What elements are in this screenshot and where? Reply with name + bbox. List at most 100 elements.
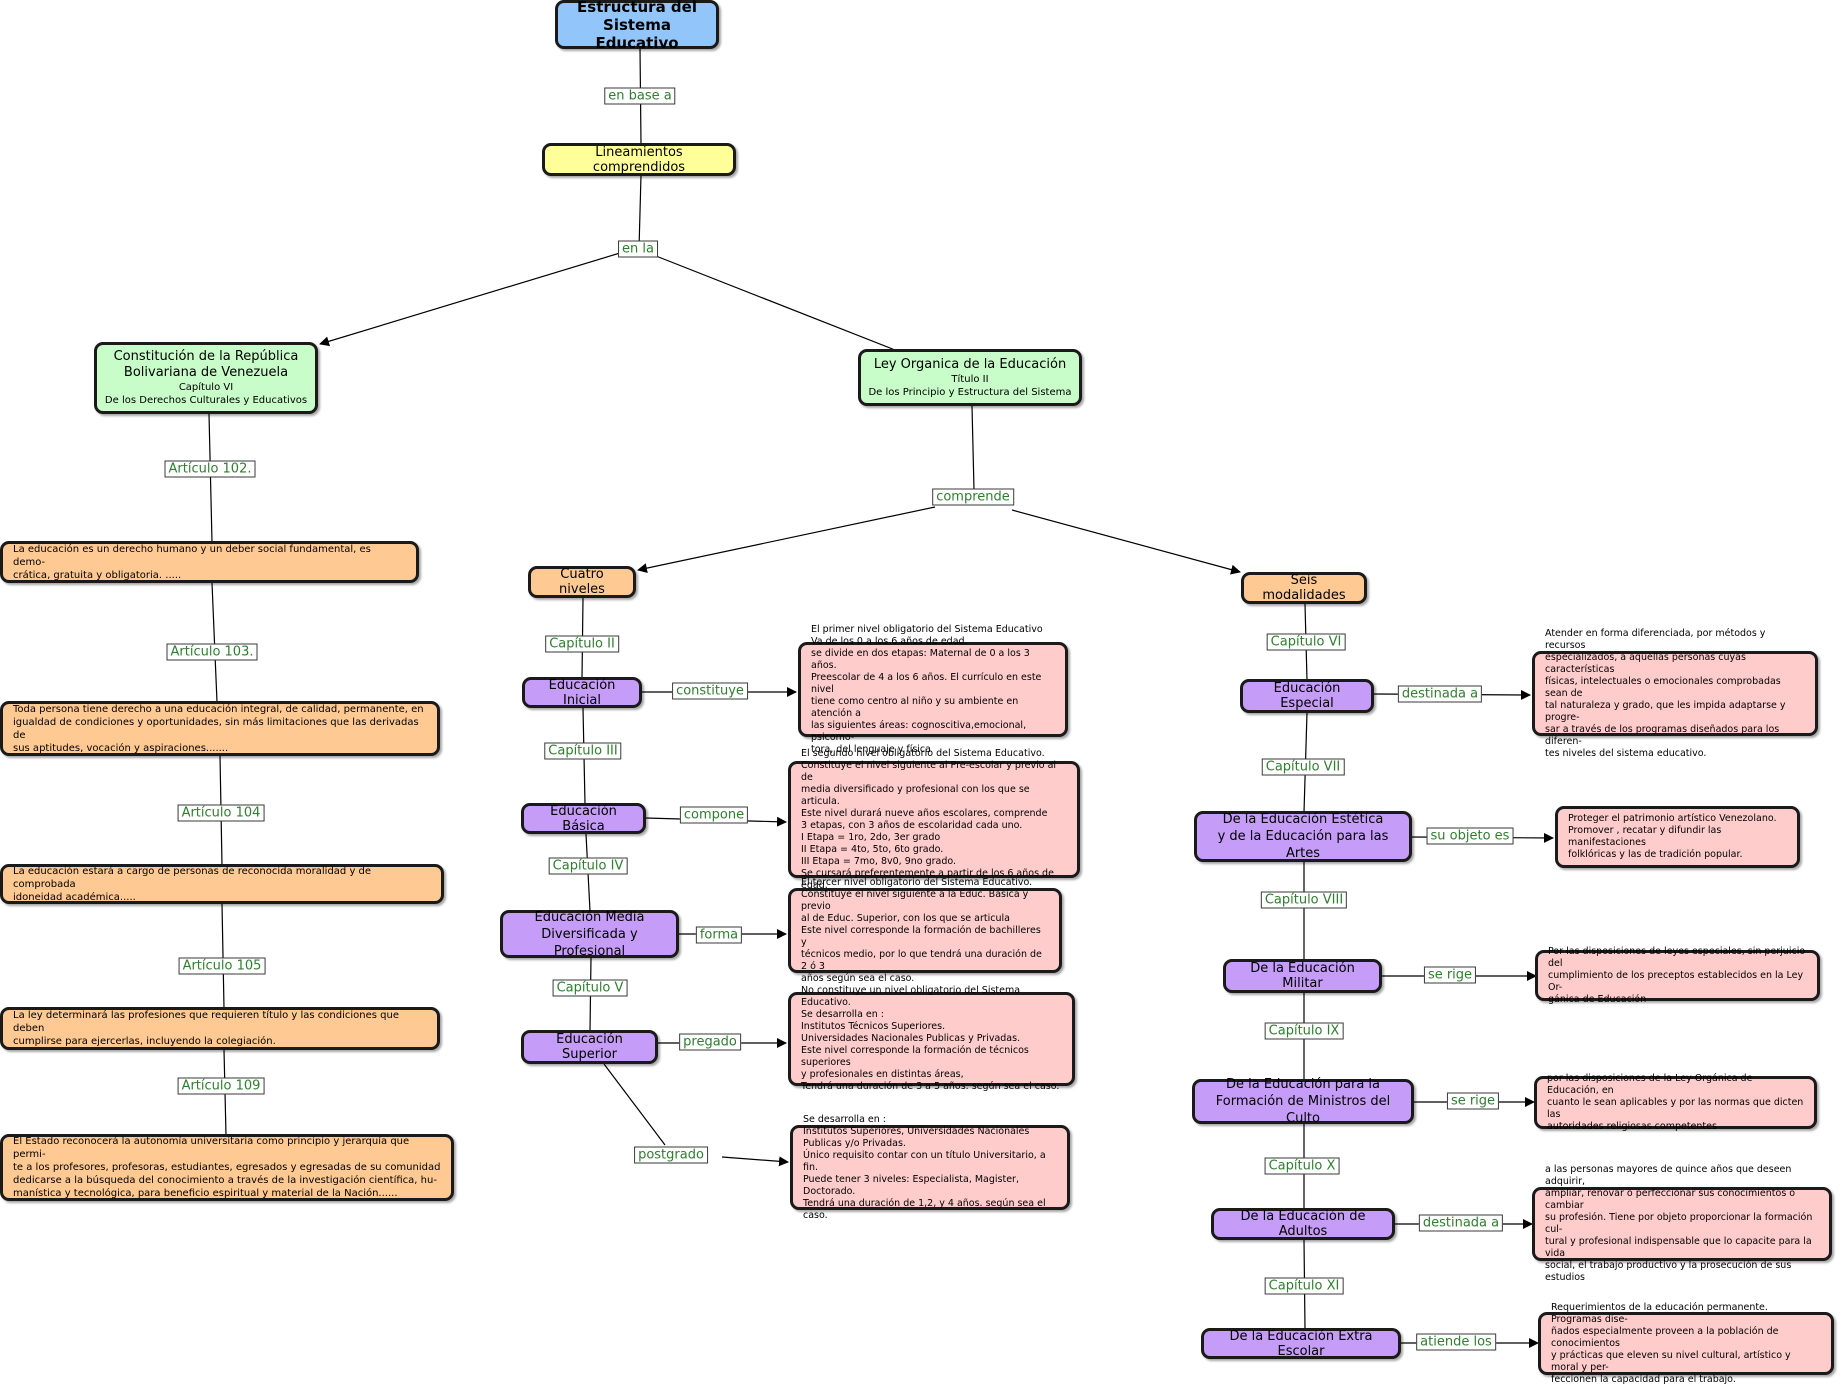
educacion-estetica-text: De la Educación Estética y de la Educaci… [1217, 812, 1389, 861]
articulo-104-node[interactable]: La educación estará a cargo de personas … [0, 864, 444, 904]
desc-estetica-text: Proteger el patrimonio artístico Venezol… [1568, 813, 1777, 860]
educacion-especial-node[interactable]: Educación Especial [1240, 679, 1374, 713]
educacion-superior-text: Educación Superior [556, 1032, 623, 1062]
articulo-109-node[interactable]: El Estado reconocerá la autonomía univer… [0, 1134, 454, 1201]
connector-line [221, 903, 225, 1009]
desc-especial-node[interactable]: Atender en forma diferenciada, por métod… [1532, 628, 1818, 759]
educacion-estetica-node[interactable]: De la Educación Estética y de la Educaci… [1194, 811, 1412, 862]
link-label-capitulo-ix[interactable]: Capítulo IX [1264, 1022, 1344, 1040]
connector-line [655, 255, 896, 351]
desc-media-text: El tercer nivel obligatorio del Sistema … [801, 876, 1042, 984]
educacion-culto-text: De la Educación para la Formación de Min… [1215, 1077, 1391, 1126]
educacion-basica-node[interactable]: Educación Básica [521, 803, 646, 834]
educacion-media-text: Educación Media Diversificada y Profesio… [534, 909, 645, 959]
educacion-militar-text: De la Educación Militar [1250, 961, 1355, 991]
desc-militar-node[interactable]: Por las disposiciones de leyes especiale… [1535, 946, 1820, 1005]
link-label-articulo-103[interactable]: Artículo 103. [166, 643, 258, 661]
link-label-articulo-104[interactable]: Artículo 104 [177, 804, 265, 822]
constitucion-node-title: Constitución de la República Bolivariana… [113, 349, 299, 380]
desc-inicial-text: El primer nivel obligatorio del Sistema … [811, 623, 1043, 755]
link-label-destinada-a-adultos[interactable]: destinada a [1418, 1214, 1504, 1232]
title-node[interactable]: Estructura del Sistema Educativo [555, 0, 719, 52]
desc-especial-text: Atender en forma diferenciada, por métod… [1545, 627, 1786, 759]
educacion-inicial-text: Educación Inicial [548, 677, 616, 708]
link-label-su-objeto-es[interactable]: su objeto es [1426, 827, 1514, 845]
desc-culto-node[interactable]: por las disposiciones de la Ley Orgánica… [1534, 1073, 1817, 1132]
link-label-capitulo-iv[interactable]: Capítulo IV [548, 857, 628, 875]
desc-postgrado-text: Se desarrolla en : Institutos Superiores… [803, 1113, 1046, 1221]
link-label-en-la[interactable]: en la [618, 240, 658, 258]
educacion-adultos-node[interactable]: De la Educación de Adultos [1211, 1208, 1395, 1240]
desc-adultos-text: a las personas mayores de quince años qu… [1545, 1164, 1813, 1283]
title-node-text: Estructura del Sistema Educativo [577, 0, 697, 52]
desc-basica-text: El segundo nivel obligatorio del Sistema… [801, 747, 1057, 891]
link-label-capitulo-ii[interactable]: Capítulo II [545, 635, 619, 653]
desc-extra-escolar-node[interactable]: Requerimientos de la educación permanent… [1538, 1302, 1834, 1385]
link-label-capitulo-x[interactable]: Capítulo X [1264, 1157, 1340, 1175]
articulo-105-text: La ley determinará las profesiones que r… [13, 1010, 399, 1047]
desc-basica-node[interactable]: El segundo nivel obligatorio del Sistema… [788, 748, 1080, 891]
seis-modalidades-node[interactable]: Seis modalidades [1241, 572, 1367, 604]
ley-organica-node[interactable]: Ley Organica de la Educación Título II D… [858, 349, 1082, 406]
desc-postgrado-node[interactable]: Se desarrolla en : Institutos Superiores… [790, 1114, 1070, 1221]
educacion-inicial-node[interactable]: Educación Inicial [522, 677, 642, 708]
educacion-media-node[interactable]: Educación Media Diversificada y Profesio… [500, 909, 679, 959]
articulo-102-node[interactable]: La educación es un derecho humano y un d… [0, 541, 419, 583]
seis-modalidades-text: Seis modalidades [1262, 573, 1346, 603]
desc-media-node[interactable]: El tercer nivel obligatorio del Sistema … [788, 877, 1062, 984]
desc-superior-text: No constituye un nivel obligatorio del S… [801, 985, 1060, 1092]
connector-line [211, 582, 218, 703]
link-label-capitulo-vii[interactable]: Capítulo VII [1261, 758, 1345, 776]
articulo-103-node[interactable]: Toda persona tiene derecho a una educaci… [0, 701, 440, 756]
constitucion-node-subtitle: Capítulo VI De los Derechos Culturales y… [104, 382, 308, 406]
link-label-destinada-a-especial[interactable]: destinada a [1397, 685, 1483, 703]
link-label-capitulo-iii[interactable]: Capítulo III [544, 742, 622, 760]
educacion-superior-node[interactable]: Educación Superior [521, 1030, 658, 1064]
cuatro-niveles-node[interactable]: Cuatro niveles [528, 566, 636, 598]
educacion-adultos-text: De la Educación de Adultos [1240, 1209, 1366, 1239]
lineamientos-node-text: Lineamientos comprendidos [592, 144, 686, 175]
link-label-comprende[interactable]: comprende [932, 488, 1014, 506]
desc-adultos-node[interactable]: a las personas mayores de quince años qu… [1532, 1164, 1832, 1283]
connector-line [637, 506, 936, 574]
link-label-se-rige-culto[interactable]: se rige [1446, 1092, 1500, 1110]
articulo-105-node[interactable]: La ley determinará las profesiones que r… [0, 1007, 440, 1050]
link-label-se-rige-militar[interactable]: se rige [1423, 966, 1477, 984]
educacion-culto-node[interactable]: De la Educación para la Formación de Min… [1192, 1077, 1414, 1126]
connector-line [603, 1063, 666, 1146]
educacion-basica-text: Educación Básica [550, 803, 617, 834]
connector-line [1011, 509, 1241, 575]
connector-line [638, 174, 642, 250]
link-label-capitulo-vi[interactable]: Capítulo VI [1266, 633, 1346, 651]
link-label-postgrado[interactable]: postgrado [634, 1146, 708, 1164]
link-label-atiende-los[interactable]: atiende los [1416, 1333, 1496, 1351]
lineamientos-node[interactable]: Lineamientos comprendidos [542, 143, 736, 176]
articulo-102-text: La educación es un derecho humano y un d… [13, 543, 371, 581]
link-label-capitulo-viii[interactable]: Capítulo VIII [1260, 891, 1348, 909]
constitucion-node[interactable]: Constitución de la República Bolivariana… [94, 342, 318, 414]
link-label-articulo-109[interactable]: Artículo 109 [177, 1077, 265, 1095]
connector-line [971, 405, 975, 491]
desc-culto-text: por las disposiciones de la Ley Orgánica… [1547, 1072, 1804, 1132]
desc-extra-escolar-text: Requerimientos de la educación permanent… [1551, 1301, 1791, 1385]
articulo-104-text: La educación estará a cargo de personas … [13, 865, 372, 903]
link-label-capitulo-xi[interactable]: Capítulo XI [1264, 1277, 1344, 1295]
educacion-especial-text: Educación Especial [1273, 681, 1341, 711]
educacion-extra-escolar-node[interactable]: De la Educación Extra Escolar [1201, 1328, 1401, 1359]
desc-superior-node[interactable]: No constituye un nivel obligatorio del S… [788, 985, 1075, 1092]
desc-inicial-node[interactable]: El primer nivel obligatorio del Sistema … [798, 624, 1068, 755]
articulo-103-text: Toda persona tiene derecho a una educaci… [13, 703, 424, 754]
desc-estetica-node[interactable]: Proteger el patrimonio artístico Venezol… [1555, 806, 1800, 868]
link-label-forma[interactable]: forma [695, 926, 743, 944]
link-label-compone[interactable]: compone [679, 806, 749, 824]
educacion-extra-escolar-text: De la Educación Extra Escolar [1229, 1328, 1373, 1359]
link-label-pregado[interactable]: pregado [679, 1033, 741, 1051]
ley-organica-node-subtitle: Título II De los Principio y Estructura … [868, 373, 1072, 398]
link-label-articulo-102[interactable]: Artículo 102. [164, 460, 256, 478]
articulo-109-text: El Estado reconocerá la autonomía univer… [13, 1136, 441, 1199]
link-label-articulo-105[interactable]: Artículo 105 [178, 957, 266, 975]
link-label-capitulo-v[interactable]: Capítulo V [552, 979, 628, 997]
educacion-militar-node[interactable]: De la Educación Militar [1223, 959, 1382, 993]
link-label-en-base-a[interactable]: en base a [604, 87, 676, 105]
link-label-constituye[interactable]: constituye [672, 682, 748, 700]
